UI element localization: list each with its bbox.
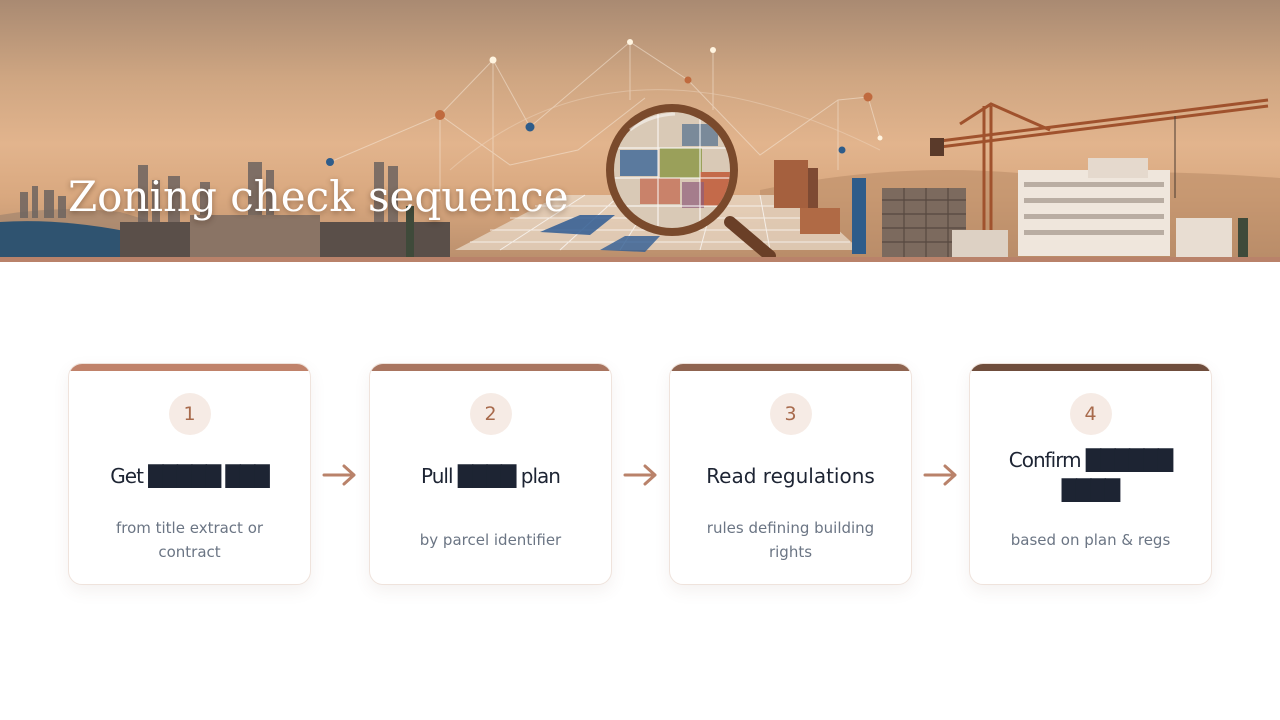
card-topbar — [370, 364, 611, 371]
banner-divider — [0, 257, 1280, 262]
city-zoning-illustration — [0, 39, 1280, 262]
step-title: Confirm ██████ ████ — [1008, 448, 1173, 502]
arrow-right-icon — [923, 464, 957, 486]
step-card-1: 1 Get █████ ███ from title extract or co… — [68, 363, 311, 585]
step-number-badge: 3 — [769, 393, 812, 435]
header-banner: Zoning check sequence — [0, 0, 1280, 262]
step-description: by parcel identifier — [419, 531, 562, 549]
step-card-4: 4 Confirm ██████ ████ based on plan & re… — [969, 363, 1212, 585]
card-topbar — [970, 364, 1211, 371]
step-card-2: 2 Pull ████ plan by parcel identifier — [369, 363, 612, 585]
step-title: Pull ████ plan — [421, 464, 561, 488]
step-number-badge: 4 — [1069, 393, 1112, 435]
step-description: rules defining building rights — [706, 519, 875, 561]
arrow-right-icon — [623, 464, 657, 486]
step-number-badge: 2 — [469, 393, 512, 435]
step-description: from title extract or contract — [115, 519, 264, 561]
card-topbar — [69, 364, 310, 371]
card-topbar — [670, 364, 911, 371]
slide-title: Zoning check sequence — [68, 172, 569, 221]
step-description: based on plan & regs — [1010, 531, 1171, 549]
step-title: Read regulations — [706, 464, 875, 488]
step-title: Get █████ ███ — [110, 464, 269, 488]
step-number-badge: 1 — [168, 393, 211, 435]
arrow-right-icon — [322, 464, 356, 486]
step-card-3: 3 Read regulations rules defining buildi… — [669, 363, 912, 585]
